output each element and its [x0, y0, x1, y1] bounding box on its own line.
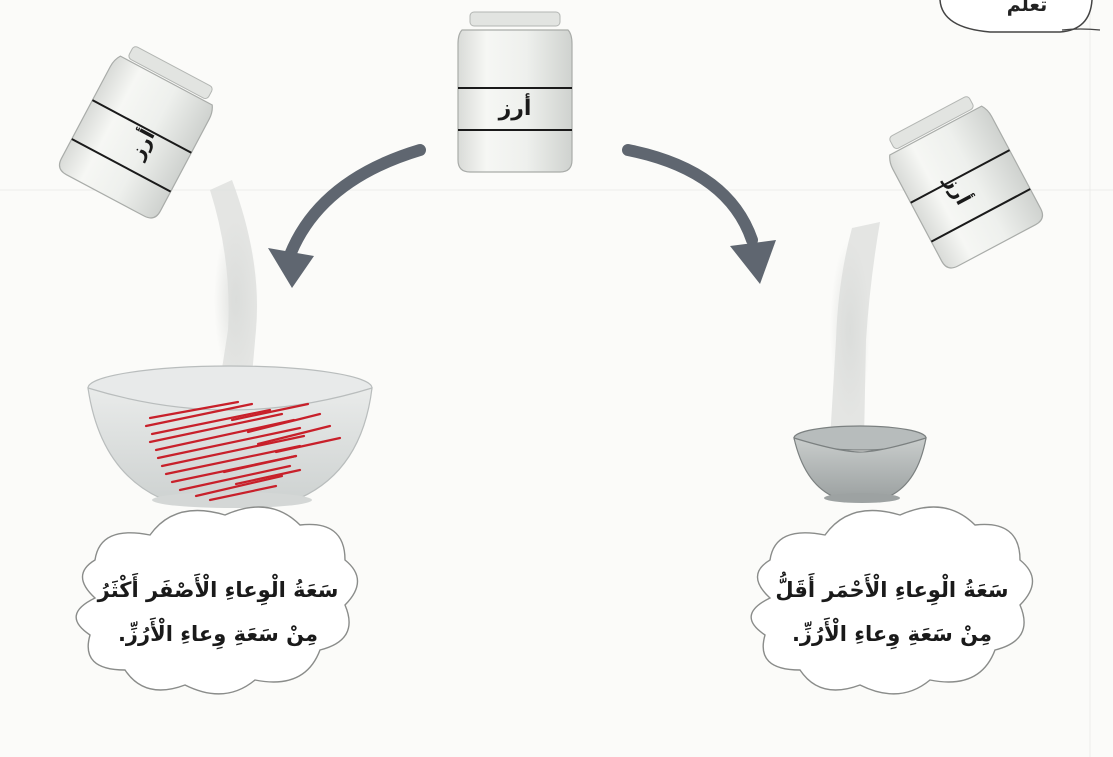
small-red-bowl: [794, 426, 926, 503]
lesson-tab-label: تعلم: [972, 0, 1082, 16]
center-jar-label: أرز: [485, 96, 545, 121]
center-rice-jar: [458, 12, 572, 172]
right-cloud-line-2: مِنْ سَعَةِ وِعاءِ الْأَرُزِّ.: [762, 612, 1022, 656]
left-curved-arrow: [268, 150, 420, 288]
right-cloud-line-1: سَعَةُ الْوِعاءِ الْأَحْمَر أَقَلُّ: [762, 568, 1022, 612]
large-yellow-bowl: [88, 366, 372, 508]
right-cloud-text: سَعَةُ الْوِعاءِ الْأَحْمَر أَقَلُّ مِنْ…: [762, 568, 1022, 656]
right-curved-arrow: [628, 150, 776, 284]
left-cloud-line-2: مِنْ سَعَةِ وِعاءِ الْأَرُزِّ.: [88, 612, 348, 656]
right-rice-stream: [830, 222, 880, 440]
left-cloud-text: سَعَةُ الْوِعاءِ الْأَصْفَر أَكْثَرُ مِن…: [88, 568, 348, 656]
left-cloud-line-1: سَعَةُ الْوِعاءِ الْأَصْفَر أَكْثَرُ: [88, 568, 348, 612]
